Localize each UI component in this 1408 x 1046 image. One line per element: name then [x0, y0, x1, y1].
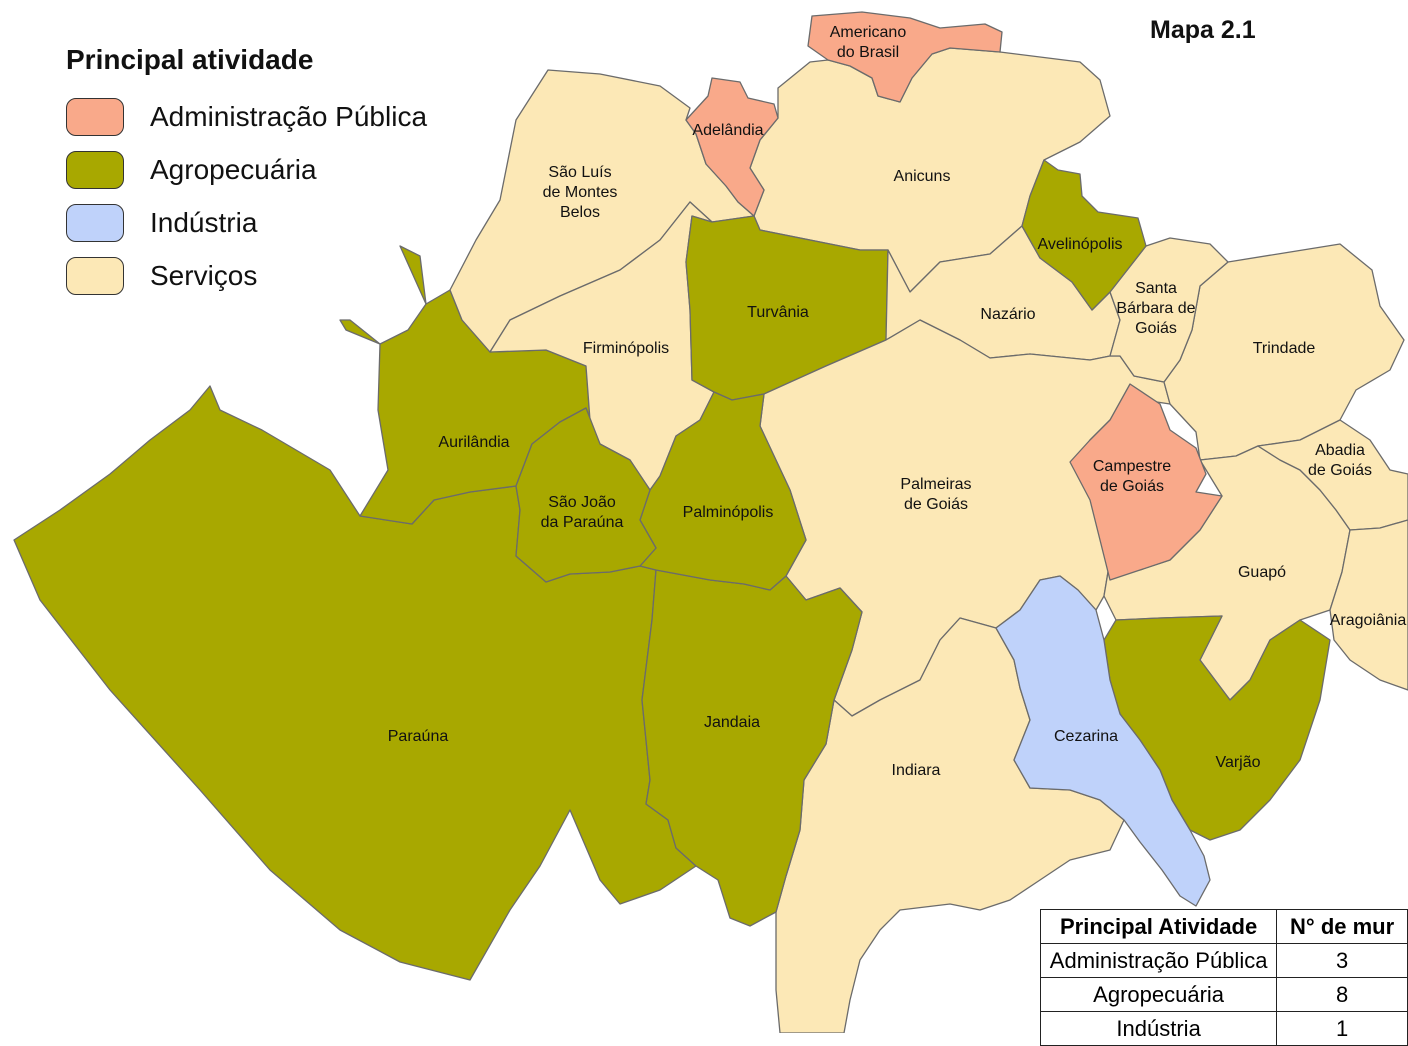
legend-swatch: [66, 256, 124, 295]
label-aragoiania: Aragoiânia: [1330, 612, 1407, 629]
label-anicuns: Anicuns: [894, 168, 951, 185]
legend-swatch: [66, 203, 124, 242]
legend-swatch: [66, 150, 124, 189]
table-cell: 1: [1276, 1011, 1408, 1046]
region-jandaia: [641, 569, 863, 927]
legend-item-servicos: Serviços: [66, 249, 427, 302]
legend-label: Agropecuária: [150, 153, 317, 185]
region-cezarina: [995, 575, 1211, 907]
table-header: N° de mur: [1276, 909, 1408, 944]
region-palminopolis: [639, 391, 807, 591]
legend-label: Administração Pública: [150, 100, 428, 132]
label-indiara: Indiara: [892, 762, 941, 779]
label-nazario: Nazário: [980, 306, 1035, 323]
table-cell: Indústria: [1039, 1011, 1278, 1046]
label-adelandia: Adelândia: [692, 122, 763, 139]
table-cell: 3: [1276, 943, 1408, 978]
table-row: Agropecuária 8: [1039, 977, 1408, 1012]
table-cell: 8: [1276, 977, 1408, 1012]
label-palminopolis: Palminópolis: [683, 504, 774, 521]
region-aragoiania: [1329, 519, 1408, 691]
legend-label: Serviços: [150, 259, 258, 291]
label-guapo: Guapó: [1238, 564, 1286, 581]
label-cezarina: Cezarina: [1054, 728, 1118, 745]
label-firminopolis: Firminópolis: [583, 340, 669, 357]
label-trindade: Trindade: [1253, 340, 1316, 357]
table-cell: Administração Pública: [1039, 943, 1278, 978]
legend-item-industria: Indústria: [66, 196, 427, 249]
region-indiara: [775, 617, 1125, 1033]
region-adelandia: [685, 77, 779, 217]
label-jandaia: Jandaia: [704, 714, 760, 731]
table-header-row: Principal Atividade N° de mur: [1039, 909, 1408, 944]
label-parauna: Paraúna: [388, 728, 449, 745]
legend-title: Principal atividade: [66, 44, 314, 75]
region-santa-barbara-de-goias: [1109, 237, 1229, 383]
region-campestre-de-goias: [1069, 383, 1223, 581]
legend-item-agropecuaria: Agropecuária: [66, 143, 427, 196]
summary-table: Principal Atividade N° de mur Administra…: [1039, 909, 1408, 1046]
table-row: Indústria 1: [1039, 1011, 1408, 1046]
map-number: Mapa 2.1: [1150, 16, 1256, 44]
legend-label: Indústria: [150, 206, 258, 238]
label-aurilandia: Aurilândia: [438, 434, 509, 451]
region-avelinopolis: [1021, 159, 1147, 311]
map-legend: Principal atividade Administração Públic…: [66, 44, 427, 302]
region-sao-joao-da-parauna: [515, 407, 657, 583]
region-americano-do-brasil: [807, 11, 1003, 103]
table-cell: Agropecuária: [1039, 977, 1278, 1012]
legend-item-administracao: Administração Pública: [66, 90, 427, 143]
label-avelinopolis: Avelinópolis: [1037, 236, 1122, 253]
table-row: Administração Pública 3: [1039, 943, 1408, 978]
table-header: Principal Atividade: [1039, 909, 1278, 944]
legend-swatch: [66, 97, 124, 136]
label-varjao: Varjão: [1215, 754, 1260, 771]
label-turvania: Turvânia: [747, 304, 809, 321]
